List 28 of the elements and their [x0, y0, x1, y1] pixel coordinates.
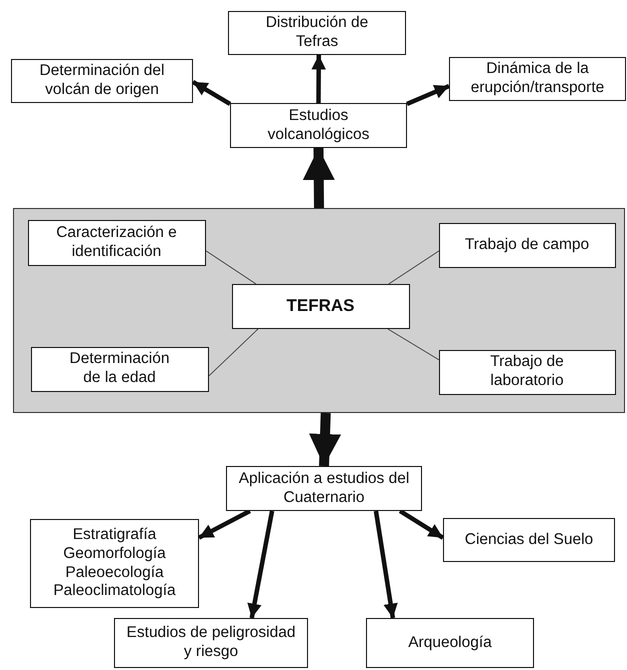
concept-box: Ciencias del Suelo — [443, 518, 615, 562]
arrow — [309, 412, 342, 466]
concept-box: Determinación de la edad — [30, 346, 208, 392]
concept-box: Distribución de Tefras — [228, 11, 406, 55]
arrow — [312, 54, 326, 104]
concept-box: Estudios de peligrosidad y riesgo — [114, 618, 308, 668]
concept-box: Caracterización e identificación — [28, 220, 206, 266]
concept-box: Arqueología — [366, 618, 534, 668]
arrow — [374, 510, 398, 618]
arrow — [247, 510, 274, 618]
concept-box: Estratigrafía Geomorfología Paleoecología Paleoclimatología — [30, 519, 199, 608]
concept-box: Determinación del volcán de origen — [11, 59, 193, 103]
arrow — [192, 80, 232, 106]
concept-box: Trabajo de campo — [438, 222, 616, 268]
arrow — [198, 509, 251, 540]
concept-box: Aplicación a estudios del Cuaternario — [226, 466, 422, 511]
concept-box: Trabajo de laboratorio — [438, 350, 616, 394]
concept-box: Estudios volcanológicos — [230, 103, 407, 148]
arrow — [302, 148, 335, 208]
concept-box: Dinámica de la erupción/transporte — [449, 57, 626, 101]
shaded-panel — [13, 208, 625, 413]
connector-line — [206, 250, 256, 284]
central-box: TEFRAS — [232, 284, 410, 328]
arrow — [398, 509, 444, 540]
connector-line — [388, 250, 440, 284]
connector-line — [208, 328, 258, 376]
connector-line — [387, 328, 440, 360]
arrow — [406, 84, 450, 106]
